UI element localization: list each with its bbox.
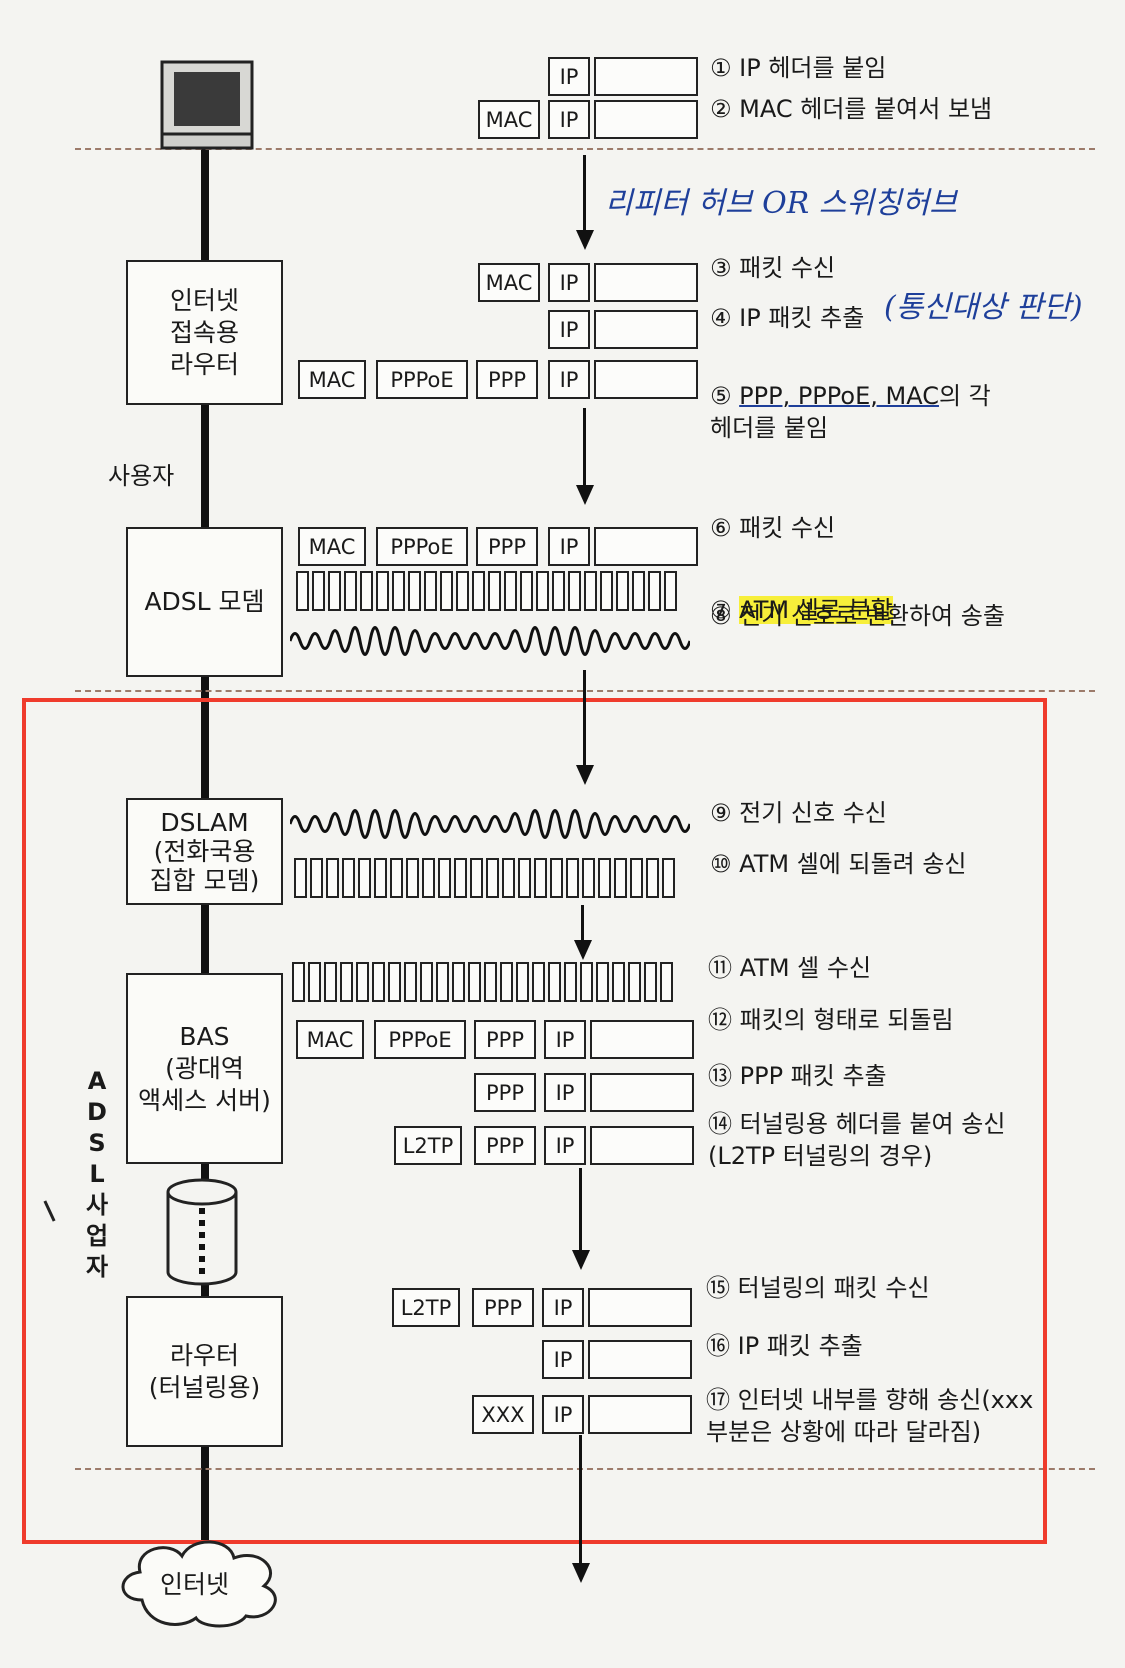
step-2: ② MAC 헤더를 붙여서 보냄 [710,95,993,123]
provider-label-text: ADSL 사업자 [85,1067,109,1281]
payload-box [594,57,698,96]
flow-arrow-head [572,1563,590,1583]
step-5-number: ⑤ [710,382,732,410]
payload-box [594,100,698,139]
l2tp-header: L2TP [392,1288,460,1327]
step-15: ⑮ 터널링의 패킷 수신 [706,1274,930,1302]
xxx-header: XXX [472,1395,534,1434]
payload-box [594,263,698,302]
step-9: ⑨ 전기 신호 수신 [710,799,887,827]
user-label: 사용자 [108,462,175,490]
ip-header: IP [548,310,590,349]
flow-arrow [581,905,584,945]
ppp-header: PPP [472,1288,534,1327]
ip-header: IP [542,1340,584,1379]
step-4: ④ IP 패킷 추출 [710,304,865,332]
payload-box [590,1073,694,1112]
mac-header: MAC [478,263,540,302]
step-7-number: ⑦ [710,596,732,624]
step-8: ⑧ 전기 신호로 변환하여 송출 [710,602,1005,630]
payload-box [588,1288,692,1327]
flow-arrow [583,670,586,770]
l2tp-header: L2TP [394,1126,462,1165]
step-14: ⑭ 터널링용 헤더를 붙여 송신 (L2TP 터널링의 경우) [708,1110,1006,1170]
flow-arrow [583,155,586,233]
pppoe-header: PPPoE [376,527,468,566]
mac-header: MAC [296,1020,364,1059]
flow-arrow-head [576,230,594,250]
flow-arrow-head [572,1250,590,1270]
payload-box [594,527,698,566]
ppp-header: PPP [476,527,538,566]
step-16: ⑯ IP 패킷 추출 [706,1332,863,1360]
payload-box [590,1020,694,1059]
ip-header: IP [548,57,590,96]
separator-dashed [75,148,1095,150]
payload-box [594,310,698,349]
separator-dashed [75,1468,1095,1470]
dslam-node: DSLAM (전화국용 집합 모뎀) [126,798,283,905]
step-10: ⑩ ATM 셀에 되돌려 송신 [710,850,967,878]
mac-header: MAC [298,527,366,566]
ppp-header: PPP [476,360,538,399]
computer-icon [160,60,254,150]
mac-header: MAC [298,360,366,399]
payload-box [588,1395,692,1434]
step-11: ⑪ ATM 셀 수신 [708,954,872,982]
highlight-frame [22,698,1047,1544]
ppp-header: PPP [474,1126,536,1165]
payload-box [588,1340,692,1379]
payload-box [590,1126,694,1165]
flow-arrow [583,408,586,490]
ip-header: IP [544,1020,586,1059]
step-5-rest: 의 각 헤더를 붙임 [710,382,991,442]
electric-signal-wave [290,809,690,839]
ip-header: IP [544,1126,586,1165]
flow-arrow [579,1168,582,1254]
atm-cells [296,571,677,611]
payload-box [594,360,698,399]
internet-cloud-icon [121,1540,277,1628]
router-user-node: 인터넷 접속용 라우터 [126,260,283,405]
step-1: ① IP 헤더를 붙임 [710,54,887,82]
step-5-headers: PPP, PPPoE, MAC [739,382,939,410]
ip-header: IP [542,1395,584,1434]
bas-node: BAS (광대역 액세스 서버) [126,973,283,1164]
step-5: ⑤ PPP, PPPoE, MAC의 각 헤더를 붙임 [710,348,991,444]
tunnel-cylinder-icon [166,1178,238,1286]
pppoe-header: PPPoE [374,1020,466,1059]
ppp-header: PPP [474,1020,536,1059]
step4-note: (통신대상 판단) [884,290,1083,325]
ip-header: IP [542,1288,584,1327]
flow-arrow-head [576,485,594,505]
ip-header: IP [544,1073,586,1112]
step-3: ③ 패킷 수신 [710,254,836,282]
ip-header: IP [548,527,590,566]
atm-cells [294,858,675,898]
step-7-text: ATM 셀로 분할 [739,596,893,624]
ip-header: IP [548,263,590,302]
flow-arrow [579,1435,582,1567]
provider-label: ADSL 사업자 [82,1066,112,1283]
step-6: ⑥ 패킷 수신 [710,514,836,542]
pppoe-header: PPPoE [376,360,468,399]
electric-signal-wave [290,626,690,656]
ip-header: IP [548,360,590,399]
mac-header: MAC [478,100,540,139]
ppp-header: PPP [474,1073,536,1112]
router-tunnel-node: 라우터 (터널링용) [126,1296,283,1447]
internet-label: 인터넷 [160,1570,230,1599]
step-13: ⑬ PPP 패킷 추출 [708,1062,887,1090]
flow-arrow-head [576,765,594,785]
step-12: ⑫ 패킷의 형태로 되돌림 [708,1006,954,1034]
flow-arrow-head [574,940,592,960]
step-17: ⑰ 인터넷 내부를 향해 송신(xxx 부분은 상황에 따라 달라짐) [706,1386,1034,1446]
hub-note: 리피터 허브 OR 스위칭허브 [605,186,957,221]
ip-header: IP [548,100,590,139]
atm-cells [292,962,673,1002]
step-7: ⑦ ATM 셀로 분할 [710,562,893,626]
adsl-modem-node: ADSL 모뎀 [126,527,283,677]
